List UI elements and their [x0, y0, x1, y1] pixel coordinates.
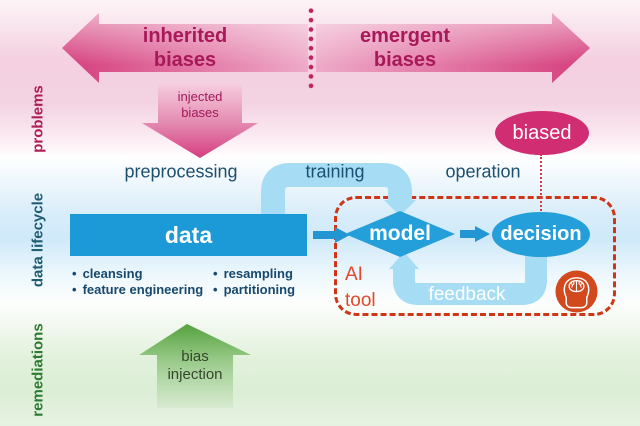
bullet-icon: • [213, 266, 218, 281]
banner-dotted-separator [308, 6, 314, 90]
ai-tool-line1: AI [345, 264, 363, 285]
injected-biases-line1: injected [177, 89, 223, 104]
side-label-remediations: remediations [29, 323, 47, 417]
bullet-label: resampling [223, 266, 293, 281]
decision-label: decision [500, 223, 582, 245]
data-operations-column2: • resampling • partitioning [213, 266, 295, 298]
inherited-biases-line1: inherited [142, 25, 228, 47]
bullet-icon: • [72, 282, 77, 297]
bullet-icon: • [72, 266, 77, 281]
head-outline [563, 277, 590, 309]
stage-preprocessing: preprocessing [124, 161, 238, 182]
model-label: model [369, 222, 431, 245]
side-label-problems: problems [29, 85, 47, 153]
inherited-biases-line2: biases [153, 49, 217, 71]
bias-injection-arrow: bias injection [139, 324, 251, 408]
emergent-biases-line1: emergent [359, 25, 451, 47]
biased-dotted-line [540, 154, 542, 214]
ai-tool-dashed-box [334, 196, 616, 316]
data-box: data [70, 214, 307, 256]
decision-ellipse: decision [492, 212, 590, 257]
injected-biases-line2: biases [181, 105, 219, 120]
stage-training: training [305, 161, 365, 182]
bullet-label: cleansing [82, 266, 143, 281]
bias-injection-line2: injection [167, 366, 223, 383]
inherited-biases-arrow: inherited biases [62, 13, 308, 83]
bullet-item-feature-engineering: • feature engineering [72, 282, 203, 298]
injected-biases-arrow: injected biases [142, 84, 258, 158]
emergent-biases-arrow: emergent biases [316, 13, 590, 83]
bullet-label: partitioning [223, 282, 296, 297]
ai-tool-line2: tool [345, 290, 376, 311]
ai-tool-label: AI tool [345, 262, 376, 314]
biased-oval: biased [495, 111, 589, 155]
bullet-item-resampling: • resampling [213, 266, 295, 282]
side-label-data-lifecycle: data lifecycle [29, 192, 47, 288]
bullet-item-partitioning: • partitioning [213, 282, 295, 298]
data-label: data [164, 222, 213, 248]
bullet-label: feature engineering [82, 282, 204, 297]
emergent-biases-line2: biases [373, 49, 437, 71]
stage-operation: operation [445, 161, 521, 182]
bias-injection-line1: bias [181, 348, 209, 365]
head-brain-icon [555, 270, 598, 313]
bullet-item-cleansing: • cleansing [72, 266, 203, 282]
feedback-label: feedback [428, 284, 506, 305]
bullet-icon: • [213, 282, 218, 297]
data-operations-column1: • cleansing • feature engineering [72, 266, 203, 298]
brain-gyri-lines [570, 280, 583, 292]
biased-label: biased [512, 122, 572, 144]
